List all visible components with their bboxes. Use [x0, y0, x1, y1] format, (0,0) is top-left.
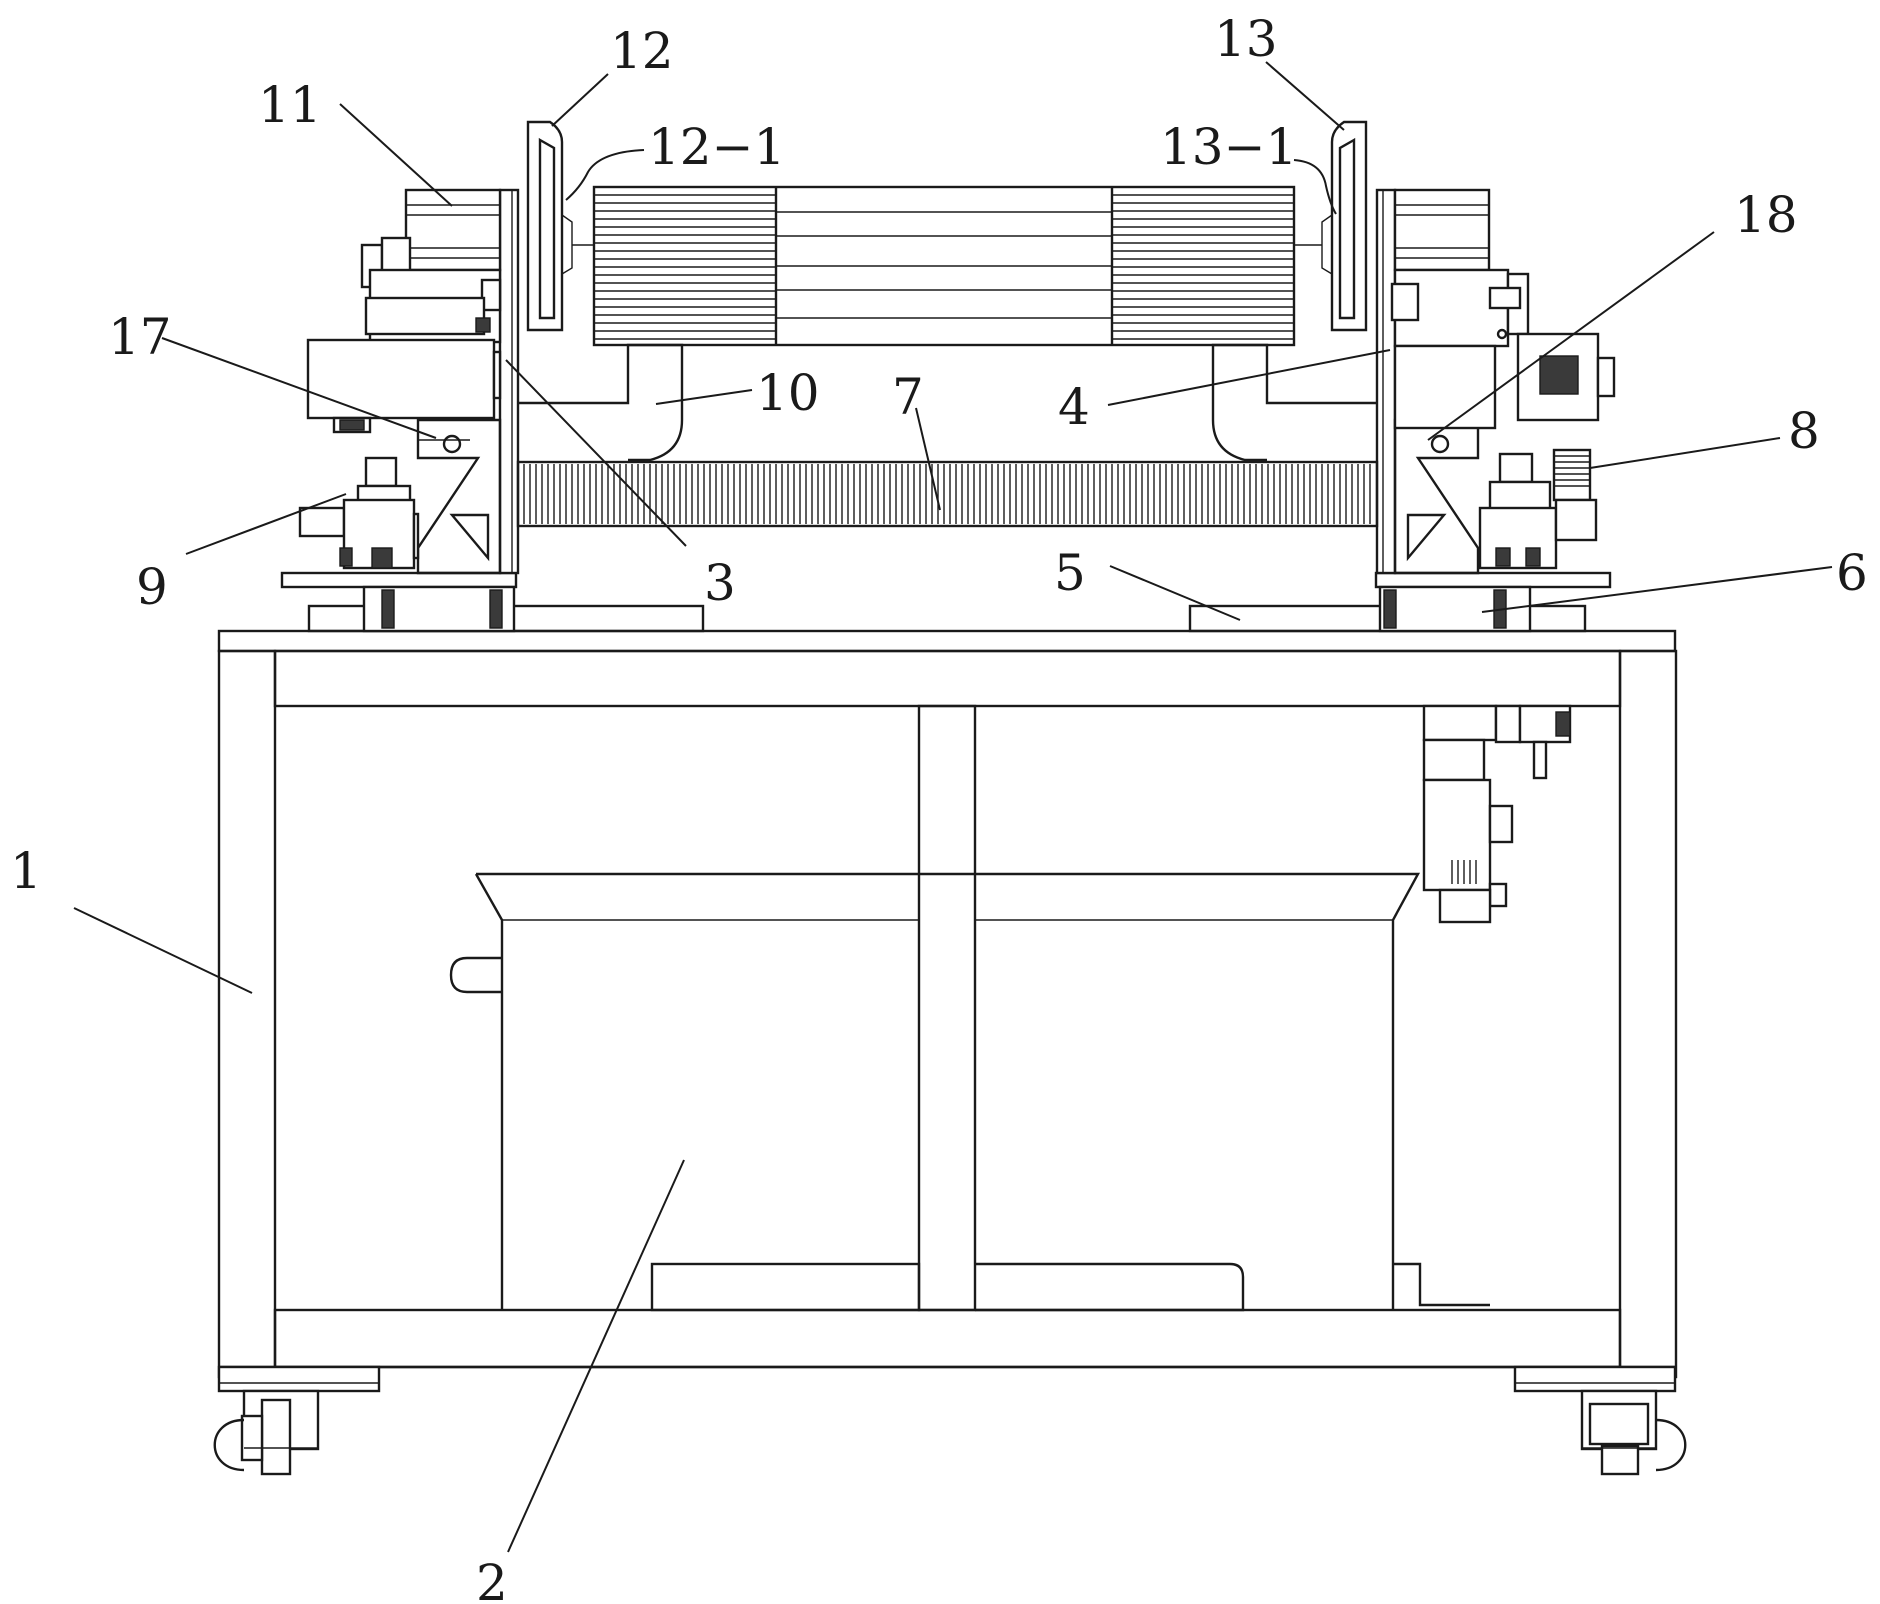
leader-4: [1107, 349, 1391, 406]
leader-lines: [73, 61, 1833, 1553]
label-3: 3: [704, 554, 736, 612]
label-18: 18: [1734, 186, 1798, 244]
label-1: 1: [10, 842, 42, 900]
label-10: 10: [756, 364, 820, 422]
leader-9: [185, 493, 347, 555]
leader-12-1: [565, 149, 645, 201]
table-frame: [217, 629, 1678, 1393]
leader-13-1: [1293, 159, 1337, 215]
label-5: 5: [1054, 544, 1086, 602]
caster-left: [213, 1389, 320, 1476]
label-12-1: 12−1: [648, 118, 785, 176]
leader-11: [339, 103, 453, 207]
callout-labels: 1 2 3 4 5 6 7 8 9 10 11 12 12−1 13 13−1 …: [10, 10, 1868, 1604]
label-17: 17: [108, 308, 172, 366]
label-8: 8: [1788, 402, 1820, 460]
left-bracket: [416, 418, 502, 575]
leader-7: [915, 407, 941, 511]
leader-17: [161, 337, 437, 439]
caster-right: [1580, 1389, 1687, 1476]
label-13-1: 13−1: [1160, 118, 1297, 176]
clamp-jaw-left: [526, 120, 594, 332]
leader-8: [1589, 437, 1781, 469]
label-6: 6: [1836, 544, 1868, 602]
leader-2: [507, 1159, 685, 1553]
label-11: 11: [258, 76, 322, 134]
leader-10: [655, 389, 753, 405]
leader-18: [1427, 231, 1715, 441]
label-9: 9: [136, 558, 168, 616]
right-bracket: [1393, 418, 1480, 575]
label-2: 2: [476, 1554, 508, 1604]
side-plates: [498, 188, 1397, 575]
leader-13: [1265, 61, 1345, 131]
roller-supports: [518, 343, 1377, 462]
leader-3: [505, 359, 687, 547]
leader-6: [1481, 566, 1833, 613]
left-assembly: [298, 188, 502, 570]
base-plates: [280, 571, 1612, 633]
leader-12: [551, 73, 609, 127]
label-12: 12: [610, 22, 674, 80]
clamp-jaw-right: [1294, 120, 1368, 332]
right-assembly: [1390, 188, 1616, 570]
leader-5: [1109, 565, 1241, 621]
label-4: 4: [1058, 378, 1090, 436]
label-13: 13: [1214, 10, 1278, 68]
roller-bundle: [592, 185, 1296, 347]
under-table-motor: [1422, 704, 1572, 924]
label-7: 7: [892, 368, 924, 426]
collection-box: [449, 872, 1490, 1312]
leader-1: [73, 907, 253, 994]
bellows-cover: [516, 460, 1379, 528]
